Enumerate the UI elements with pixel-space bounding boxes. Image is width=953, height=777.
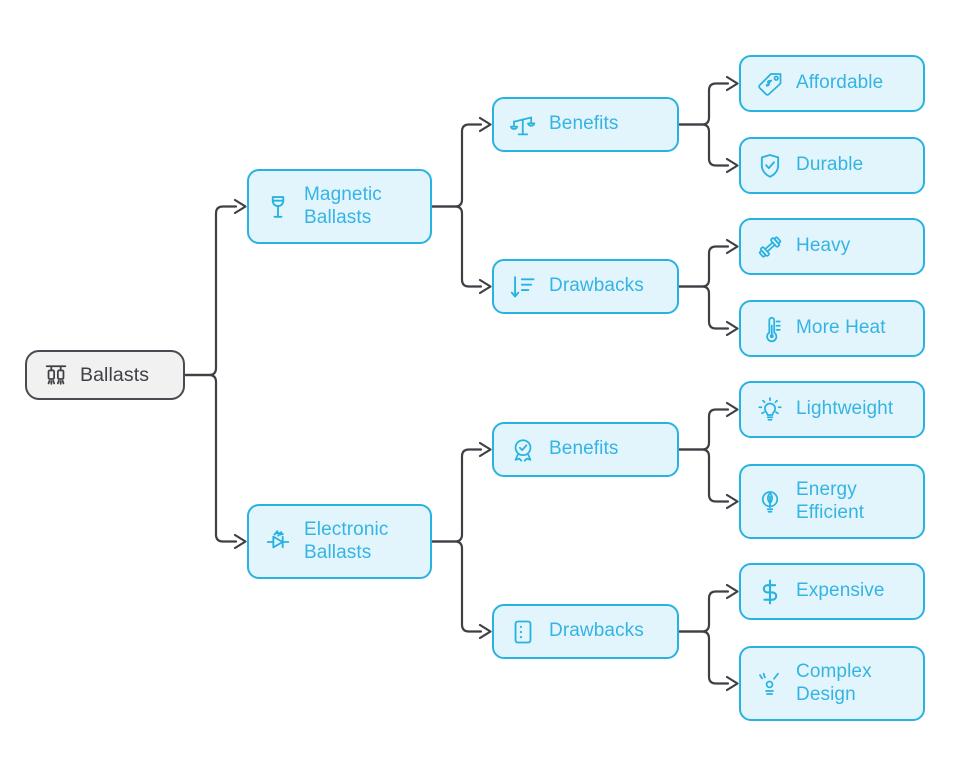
node-label: Electronic Ballasts [304, 519, 389, 563]
sort-descending-icon [508, 272, 538, 302]
edge-mag_drawbacks-to-heavy [677, 245, 730, 288]
node-magnetic-ballasts[interactable]: Magnetic Ballasts [247, 169, 432, 244]
ceiling-lights-icon [41, 360, 71, 390]
node-label: Expensive [796, 580, 885, 602]
shield-check-icon [755, 151, 785, 181]
node-label: Drawbacks [549, 275, 644, 297]
node-label: Magnetic Ballasts [304, 184, 382, 228]
node-more-heat[interactable]: More Heat [739, 300, 925, 357]
edge-magnetic-to-mag_benefits [430, 123, 483, 208]
node-electronic-ballasts[interactable]: Electronic Ballasts [247, 504, 432, 579]
node-label: Ballasts [80, 363, 150, 386]
balance-scale-icon [508, 110, 538, 140]
node-electronic-drawbacks[interactable]: Drawbacks [492, 604, 679, 659]
arrowhead-icon [725, 493, 739, 510]
node-expensive[interactable]: Expensive [739, 563, 925, 620]
thermometer-icon [755, 314, 785, 344]
edge-mag_drawbacks-to-more_heat [677, 285, 730, 330]
arrowhead-icon [725, 320, 739, 337]
magnetic-ballast-icon [263, 192, 293, 222]
node-label: Benefits [549, 438, 619, 460]
led-diode-icon [263, 527, 293, 557]
price-tag-icon [755, 69, 785, 99]
edge-root-to-electronic [183, 373, 238, 543]
node-label: Complex Design [796, 661, 872, 705]
node-label: Energy Efficient [796, 479, 865, 523]
node-affordable[interactable]: Affordable [739, 55, 925, 112]
award-check-icon [508, 435, 538, 465]
arrowhead-icon [233, 533, 247, 550]
node-label: Lightweight [796, 398, 894, 420]
arrowhead-icon [725, 675, 739, 692]
dollar-sign-icon [755, 577, 785, 607]
node-complex-design[interactable]: Complex Design [739, 646, 925, 721]
light-bulb-shine-icon [755, 395, 785, 425]
node-ballasts[interactable]: Ballasts [25, 350, 185, 400]
node-heavy[interactable]: Heavy [739, 218, 925, 275]
node-label: Benefits [549, 113, 619, 135]
node-electronic-benefits[interactable]: Benefits [492, 422, 679, 477]
dumbbell-icon [755, 232, 785, 262]
arrowhead-icon [478, 441, 492, 458]
edge-root-to-magnetic [183, 205, 238, 377]
arrowhead-icon [725, 157, 739, 174]
arrowhead-icon [725, 401, 739, 418]
node-label: Heavy [796, 235, 851, 257]
edge-mag_benefits-to-durable [677, 123, 730, 167]
node-magnetic-drawbacks[interactable]: Drawbacks [492, 259, 679, 314]
arrowhead-icon [478, 623, 492, 640]
arrowhead-icon [478, 278, 492, 295]
card-dots-icon [508, 617, 538, 647]
node-energy-efficient[interactable]: Energy Efficient [739, 464, 925, 539]
node-label: More Heat [796, 317, 886, 339]
node-lightweight[interactable]: Lightweight [739, 381, 925, 438]
node-label: Drawbacks [549, 620, 644, 642]
arrowhead-icon [725, 75, 739, 92]
arrowhead-icon [233, 198, 247, 215]
edge-elec_benefits-to-lightweight [677, 408, 730, 451]
edge-electronic-to-elec_benefits [430, 448, 483, 543]
edge-elec_drawbacks-to-expensive [677, 590, 730, 633]
arrowhead-icon [725, 583, 739, 600]
edge-electronic-to-elec_drawbacks [430, 540, 483, 633]
node-label: Affordable [796, 72, 884, 94]
edge-mag_benefits-to-affordable [677, 82, 730, 126]
edge-magnetic-to-mag_drawbacks [430, 205, 483, 288]
edge-elec_drawbacks-to-complex_design [677, 630, 730, 685]
arrowhead-icon [725, 238, 739, 255]
bulb-leaf-icon [755, 487, 785, 517]
arrowhead-icon [478, 116, 492, 133]
node-magnetic-benefits[interactable]: Benefits [492, 97, 679, 152]
node-label: Durable [796, 154, 864, 176]
sparkle-circuit-icon [755, 669, 785, 699]
edge-elec_benefits-to-energy_efficient [677, 448, 730, 503]
node-durable[interactable]: Durable [739, 137, 925, 194]
